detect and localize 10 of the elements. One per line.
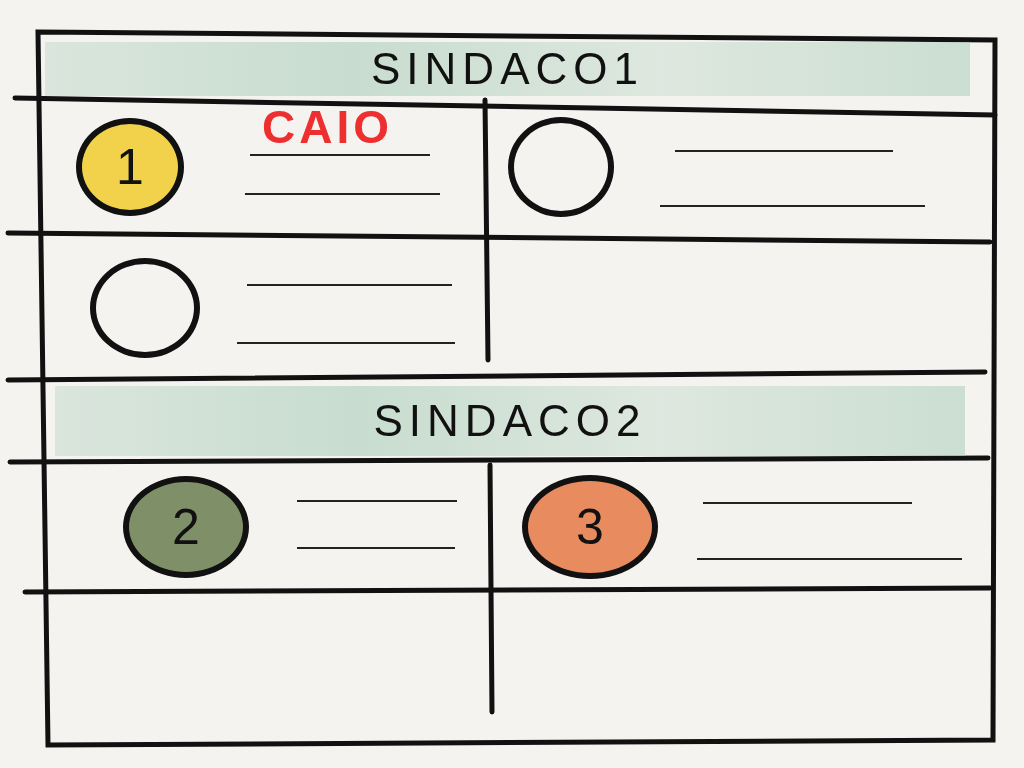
circle-number: 1 [116,142,144,192]
circle-number: 3 [576,502,604,552]
empty-circle [90,258,200,358]
section-title: SINDACO1 [371,44,644,94]
header-band [55,386,965,456]
section-title: SINDACO2 [373,396,647,446]
circle-number: 2 [172,502,200,552]
header-band [45,42,970,96]
name-label: CAIO [262,104,393,150]
empty-circle [508,117,614,217]
